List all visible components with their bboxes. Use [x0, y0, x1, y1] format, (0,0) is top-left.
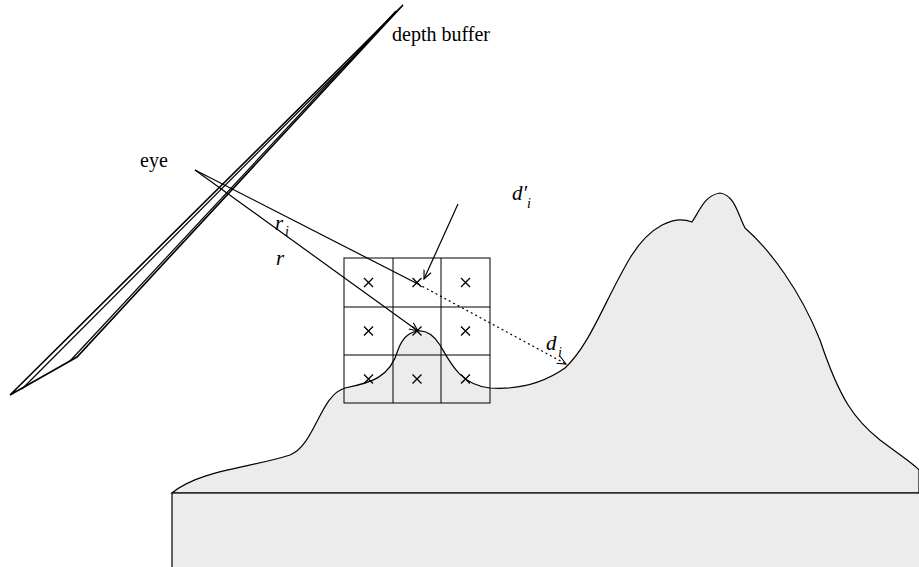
- ray-r: [195, 170, 418, 331]
- sample-cross: [461, 375, 470, 384]
- ray-ri: [195, 170, 418, 284]
- sample-cross: [461, 278, 470, 287]
- subscript: i: [285, 225, 289, 239]
- ray-label: r: [275, 213, 283, 234]
- depth-label: d: [546, 333, 557, 354]
- depth-label: d′: [512, 183, 527, 204]
- ray-ri-dotted: [418, 284, 566, 364]
- ray-label: r: [276, 248, 284, 269]
- plane-label: depth buffer: [392, 24, 490, 44]
- sample-cross: [364, 278, 373, 287]
- eye-label: eye: [140, 150, 168, 170]
- sample-cross: [364, 327, 373, 336]
- sample-cross: [461, 327, 470, 336]
- leader-d-prime: [424, 204, 458, 279]
- sample-cross: [364, 375, 373, 384]
- sample-cross: [413, 375, 422, 384]
- terrain: [172, 193, 919, 493]
- terrain-base: [172, 493, 919, 567]
- subscript: i: [527, 197, 531, 211]
- subscript: i: [558, 346, 562, 360]
